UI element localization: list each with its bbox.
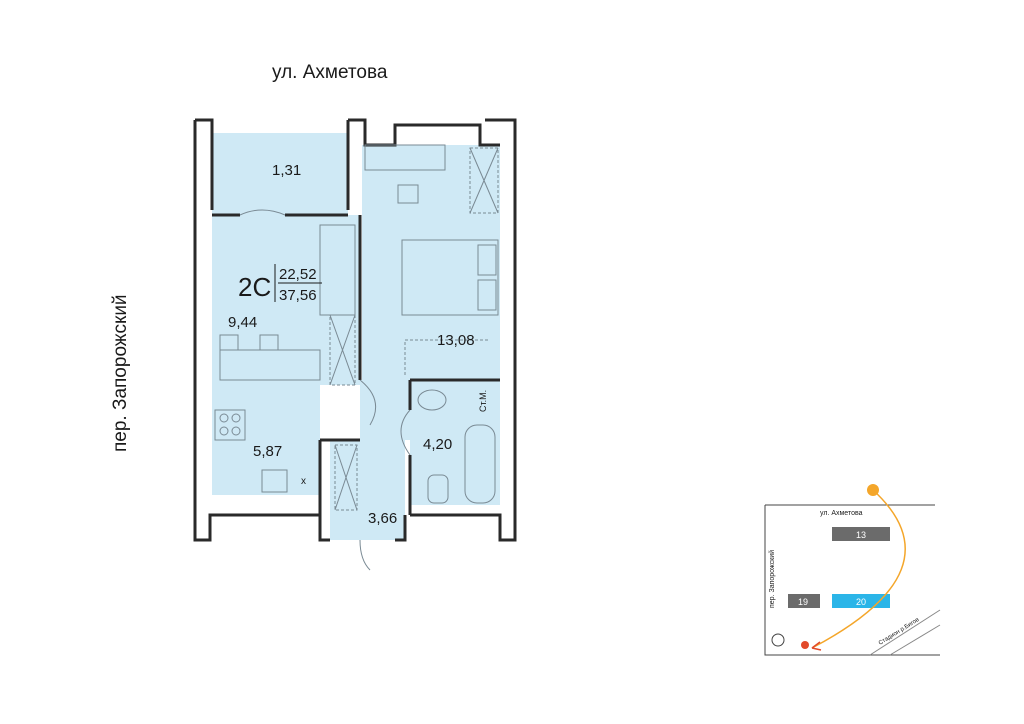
total-area: 37,56	[279, 287, 317, 304]
sun-path	[811, 489, 906, 649]
wardrobe-x2	[329, 314, 356, 386]
sunset-icon	[801, 641, 809, 649]
living-fill	[212, 215, 360, 385]
bedroom-dashed	[404, 339, 490, 375]
desk	[364, 144, 446, 171]
room-fills	[212, 133, 500, 540]
bedroom-fill	[362, 145, 500, 380]
bathroom-fill	[410, 380, 500, 505]
street-label-top: ул. Ахметова	[272, 62, 388, 83]
furniture	[214, 144, 499, 571]
room-hall-area: 3,66	[368, 510, 397, 527]
site-street-diag: Стадион р.Бигов	[878, 617, 921, 647]
wardrobe-bedroom	[469, 147, 499, 214]
washbasin	[417, 389, 447, 411]
bed	[401, 239, 499, 316]
pillow-2	[477, 279, 497, 311]
corridor-fill	[360, 380, 410, 440]
building-19-label: 19	[798, 597, 808, 607]
room-bedroom-area: 13,08	[437, 332, 475, 349]
chair-1	[219, 334, 239, 351]
kitchen-mark: х	[301, 476, 306, 487]
sun-icon	[867, 484, 879, 496]
walls	[193, 118, 517, 542]
pillow-1	[477, 244, 497, 276]
wardrobe-living	[329, 314, 356, 386]
building-13-label: 13	[856, 530, 866, 540]
balcony-fill	[212, 133, 348, 215]
wall-left-bottom	[193, 120, 330, 542]
compass-icon	[771, 633, 785, 647]
wall-top	[348, 118, 500, 147]
building-13	[832, 527, 890, 541]
toilet	[427, 474, 449, 504]
wall-entry-right	[395, 515, 407, 542]
wall-left-top	[195, 118, 214, 210]
site-street-top: ул. Ахметова	[820, 510, 863, 517]
door-swing-entry	[359, 539, 371, 571]
wardrobe-tag: Ст.М.	[478, 390, 488, 412]
site-street-side: пер. Запорожский	[768, 550, 776, 608]
hall-wardrobe	[334, 444, 358, 511]
site-plan: ул. Ахметова пер. Запорожский Стадион р.…	[764, 484, 941, 656]
desk-chair	[397, 184, 419, 204]
building-20-label: 20	[856, 597, 866, 607]
room-balcony-area: 1,31	[272, 162, 301, 179]
chair-2	[259, 334, 279, 351]
apartment-badge: 2С 22,52 37,56	[238, 264, 322, 304]
hall-fill	[330, 440, 405, 540]
door-swing-corridor	[359, 379, 377, 426]
door-swing-balcony	[239, 209, 286, 216]
building-19	[788, 594, 820, 608]
door-swing-bath	[400, 409, 411, 456]
room-kitchen-area: 5,87	[253, 443, 282, 460]
sun-arrow	[811, 641, 822, 651]
room-living-area: 9,44	[228, 314, 257, 331]
bathtub	[464, 424, 496, 504]
room-labels: 1,31 9,44 5,87 13,08 4,20 3,66 Ст.М. х	[228, 162, 488, 527]
living-area: 22,52	[279, 266, 317, 283]
stove	[214, 409, 246, 441]
room-bathroom-area: 4,20	[423, 436, 452, 453]
kitchen-sink	[261, 469, 288, 493]
wall-right	[410, 118, 517, 542]
apartment-type: 2С	[238, 272, 271, 302]
